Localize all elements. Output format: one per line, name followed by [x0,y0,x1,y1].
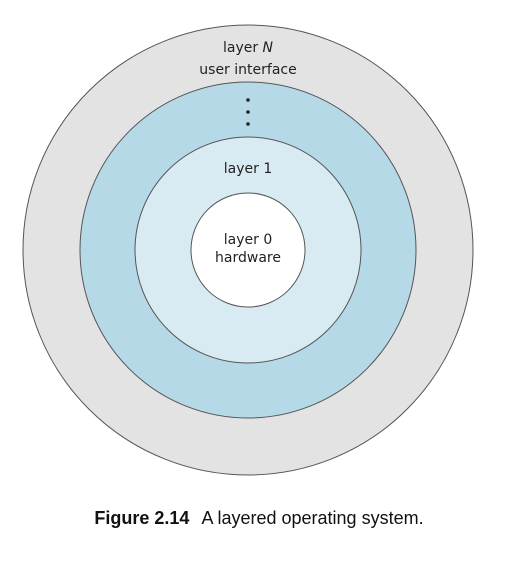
layered-os-diagram: layer N user interface layer 1 layer 0 h… [22,24,474,476]
core-layer-0 [190,192,306,308]
layer-0-subtitle: hardware [215,250,281,266]
layer-1-label: layer 1 [224,161,272,177]
layer-n-subtitle: user interface [199,62,296,78]
layer-n-variable: N [263,40,274,56]
figure-number: Figure 2.14 [94,508,190,528]
vertical-ellipsis-icon [246,98,250,126]
figure-caption: Figure 2.14 A layered operating system. [0,508,518,529]
figure-caption-text: A layered operating system. [201,508,424,528]
layer-n-label: layer N [223,40,274,56]
layer-0-label: layer 0 [224,232,272,248]
layer-n-label-prefix: layer [223,40,263,56]
